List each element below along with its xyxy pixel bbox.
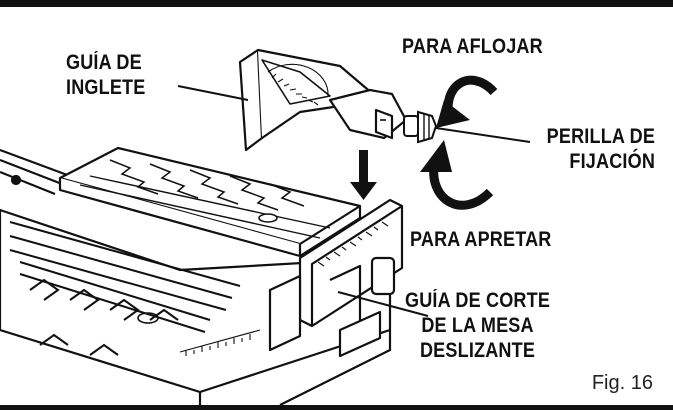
label-sliding-table-guide: GUÍA DE CORTE DE LA MESA DESLIZANTE [405, 288, 550, 363]
label-tighten-text: PARA APRETAR [410, 228, 552, 251]
loosen-arrow-icon [436, 75, 498, 128]
sliding-rails [9, 221, 241, 356]
miter-protractor-scale [267, 63, 329, 106]
label-loosen-text: PARA AFLOJAR [402, 35, 543, 58]
label-lock-knob: PERILLA DE FIJACIÓN [547, 124, 655, 174]
table-rib-pattern [109, 159, 305, 211]
sliding-table-top [58, 146, 362, 258]
label-lock-knob-line-1: PERILLA DE [546, 125, 655, 148]
tighten-arrow-icon [420, 140, 494, 210]
leader-lines [177, 85, 531, 317]
down-arrow-icon [350, 150, 377, 200]
label-tighten: PARA APRETAR [410, 227, 552, 252]
label-miter-gauge-line-1: GUÍA DE [66, 51, 142, 74]
top-rule [0, 0, 673, 7]
front-scale [179, 329, 261, 356]
label-miter-gauge-line-2: INGLETE [66, 76, 146, 99]
bottom-rule [0, 405, 673, 410]
lock-knob [403, 110, 438, 144]
label-sliding-guide-line-1: GUÍA DE CORTE [405, 289, 551, 312]
label-lock-knob-line-2: FIJACIÓN [569, 150, 655, 173]
leader-miter-gauge [177, 85, 249, 101]
leader-sliding-guide [337, 291, 429, 317]
fence-scale [317, 221, 389, 267]
miter-gauge [238, 48, 408, 152]
label-sliding-guide-line-2: DE LA MESA [421, 314, 534, 337]
label-miter-gauge: GUÍA DE INGLETE [66, 50, 145, 100]
figure-caption: Fig. 16 [591, 372, 653, 394]
label-sliding-guide-line-3: DESLIZANTE [419, 339, 536, 362]
label-loosen: PARA AFLOJAR [402, 34, 543, 59]
cut-guide-fence [268, 198, 404, 358]
leader-lock-knob [435, 127, 531, 143]
